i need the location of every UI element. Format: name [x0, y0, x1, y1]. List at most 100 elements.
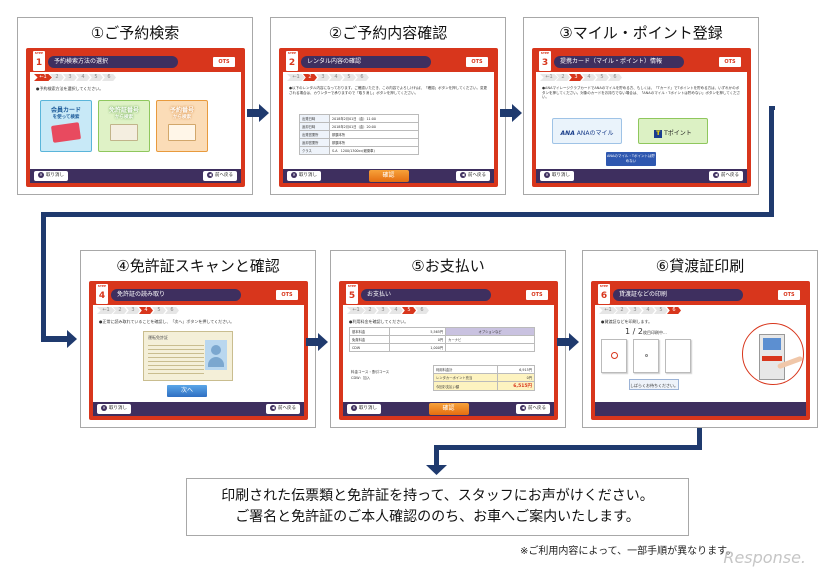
connector	[769, 106, 774, 216]
card-image	[50, 122, 82, 143]
table-cell: 1,000円	[388, 343, 447, 352]
license-lines	[148, 342, 204, 376]
back-button[interactable]: ◀前へ戻る	[456, 171, 490, 181]
footnote: ※ご利用内容によって、一部手順が異なります。	[520, 546, 737, 557]
wait-message: しばらくお待ちください。	[629, 379, 679, 390]
cancel-button[interactable]: ✕取り消し	[34, 171, 68, 181]
next-button[interactable]: 次へ	[167, 385, 207, 397]
screen-header: 提携カード（マイル・ポイント）情報	[554, 56, 684, 68]
step-badge: 1	[32, 50, 46, 72]
reservation-number-button[interactable]: 予約番号から検索	[156, 100, 208, 152]
table-cell: レンタカーポイント充当	[432, 373, 499, 382]
arrow-right-icon	[557, 333, 579, 351]
instruction-text: ●予約検索方法を選択してください。	[36, 86, 104, 91]
back-button[interactable]: ◀前へ戻る	[266, 404, 300, 414]
license-photo	[205, 340, 227, 370]
table-cell: カーナビ	[445, 335, 535, 344]
table-cell: 6,515円	[497, 381, 535, 391]
member-card-button[interactable]: 会員カードを使って検索	[40, 100, 92, 152]
table-cell: CDW	[349, 343, 390, 352]
step-badge: 5	[345, 283, 359, 305]
confirm-button[interactable]: 確認	[428, 403, 469, 415]
tpoint-button[interactable]: T Tポイント	[638, 118, 708, 144]
document-sheet	[665, 339, 691, 373]
document-sheet	[633, 339, 659, 373]
step-badge: 3	[538, 50, 552, 72]
step-badge: 4	[95, 283, 109, 305]
step-title: ③マイル・ポイント登録	[559, 24, 723, 42]
step-panel-3: ③マイル・ポイント登録 3 提携カード（マイル・ポイント）情報 OTS ←123…	[523, 17, 759, 195]
license-number-button[interactable]: 免許証番号から検索	[98, 100, 150, 152]
screen-header: 免許証の読み取り	[111, 289, 241, 301]
table-cell: 返却営業所	[299, 138, 330, 147]
table-cell: 6,915円	[497, 365, 535, 374]
step-title: ①ご予約検索	[90, 24, 180, 42]
instruction-text: ●正常に読み取れていることを確認し、「次へ」ボタンを押してください。	[99, 319, 235, 324]
license-image: 運転免許証	[143, 331, 233, 381]
final-message: 印刷された伝票類と免許証を持って、スタッフにお声がけください。 ご署名と免許証の…	[186, 478, 689, 536]
cancel-button[interactable]: ✕取り消し	[347, 404, 381, 414]
screen-header: レンタル内容の確認	[301, 56, 431, 68]
table-cell: 5,565円	[388, 327, 447, 336]
cancel-button[interactable]: ✕取り消し	[287, 171, 321, 181]
license-image	[110, 124, 138, 141]
table-cell	[445, 343, 535, 352]
back-button[interactable]: ◀前へ戻る	[709, 171, 743, 181]
arrow-right-icon	[500, 104, 522, 122]
table-cell: 出発日時	[299, 114, 330, 123]
table-cell: 0円	[388, 335, 447, 344]
ana-mile-button[interactable]: ANA ANAのマイル	[552, 118, 622, 144]
brand-logo: OTS	[778, 290, 800, 300]
document-sheet	[601, 339, 627, 373]
brand-logo: OTS	[719, 57, 741, 67]
step-badge: 2	[285, 50, 299, 72]
instruction-text: ●貸渡証などを印刷します。	[601, 319, 653, 324]
table-cell: 那覇本所	[329, 130, 419, 139]
confirm-button[interactable]: 確認	[368, 170, 409, 182]
cancel-button[interactable]: ✕取り消し	[97, 404, 131, 414]
instruction-text: ●利用料金を確認してください。	[349, 319, 409, 324]
step-title: ⑤お支払い	[411, 257, 485, 275]
brand-logo: OTS	[276, 290, 298, 300]
table-cell: 出発営業所	[299, 130, 330, 139]
no-points-button[interactable]: ANAのマイル・Tポイントは貯めない	[606, 152, 656, 166]
screen-header: お支払い	[361, 289, 491, 301]
arrow-right-icon	[247, 104, 269, 122]
step-title: ④免許証スキャンと確認	[116, 257, 280, 275]
brand-logo: OTS	[526, 290, 548, 300]
table-cell: 2018年2月01日（金）11:00	[329, 114, 419, 123]
brand-logo: OTS	[213, 57, 235, 67]
instruction-text: ●以下のレンタル内容になっております。ご確認いただき、この内容でよろしければ、「…	[289, 86, 487, 95]
table-cell: 免責料金	[349, 335, 390, 344]
back-button[interactable]: ◀前へ戻る	[203, 171, 237, 181]
cancel-button[interactable]: ✕取り消し	[540, 171, 574, 181]
connector	[41, 212, 774, 217]
message-line-1: 印刷された伝票類と免許証を持って、スタッフにお声がけください。	[221, 488, 654, 504]
back-button[interactable]: ◀前へ戻る	[516, 404, 550, 414]
instruction-text: ●ANAマイレージクラブカードでANAのマイルを貯める方、もしくは、「Tカード」…	[542, 86, 741, 99]
kiosk-machine-image	[742, 323, 804, 385]
step-title: ②ご予約内容確認	[328, 24, 448, 42]
connector	[697, 428, 702, 450]
table-row: 返却営業所那覇本所	[299, 138, 419, 147]
